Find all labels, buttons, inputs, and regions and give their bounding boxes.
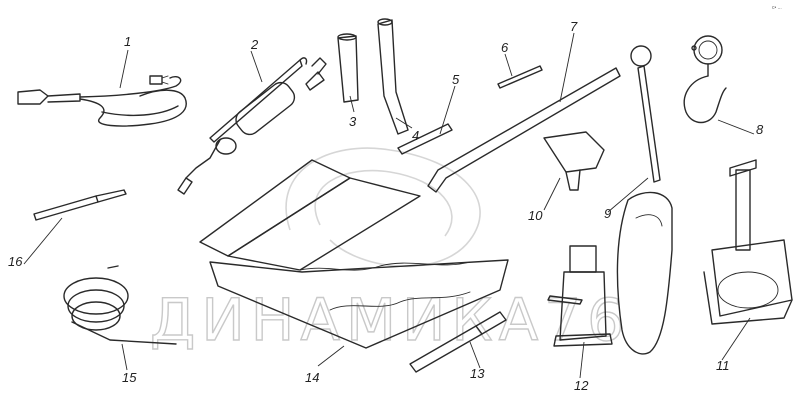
callout-2: 2	[250, 37, 259, 52]
tool-1-cable-lead	[17, 75, 187, 127]
tool-16-screwdriver	[33, 189, 127, 221]
watermark-text: ДИНАМИКА76	[150, 286, 630, 354]
tool-5-short-rod	[397, 123, 453, 155]
tool-4-bent-bar	[377, 18, 409, 135]
callout-1: 1	[124, 34, 131, 49]
callout-14: 14	[305, 370, 319, 385]
tool-12-bottle-jack	[547, 245, 613, 347]
callout-6: 6	[501, 40, 509, 55]
callout-7: 7	[570, 19, 578, 34]
callout-10: 10	[528, 208, 543, 223]
tool-10-funnel	[543, 131, 605, 191]
tool-7-pry-bar	[427, 67, 621, 193]
tool-11-stand	[703, 159, 793, 325]
tool-14-tool-bag	[199, 159, 509, 349]
callout-15: 15	[122, 370, 137, 385]
leader-lines	[23, 32, 755, 379]
tool-6-pin	[497, 65, 543, 89]
corner-mark: с• ...	[772, 5, 782, 11]
callout-4: 4	[412, 128, 419, 143]
tool-9-crank	[616, 45, 673, 355]
tool-2-grease-gun	[177, 57, 327, 195]
callout-8: 8	[756, 122, 764, 137]
tool-3-tube	[337, 33, 359, 103]
watermark: ДИНАМИКА76	[149, 147, 630, 355]
callout-3: 3	[349, 114, 357, 129]
callout-11: 11	[716, 358, 730, 373]
callout-12: 12	[574, 378, 589, 393]
callouts: 1 2 3 4 5 6 7 8 9 10 11 12 13 14 15 16	[8, 19, 764, 393]
callout-16: 16	[8, 254, 23, 269]
tool-15-coiled-lead	[63, 265, 177, 345]
tool-13-socket-bar	[409, 311, 507, 373]
callout-13: 13	[470, 366, 485, 381]
callout-5: 5	[452, 72, 460, 87]
callout-9: 9	[604, 206, 611, 221]
tool-8-pressure-gauge	[683, 35, 727, 124]
